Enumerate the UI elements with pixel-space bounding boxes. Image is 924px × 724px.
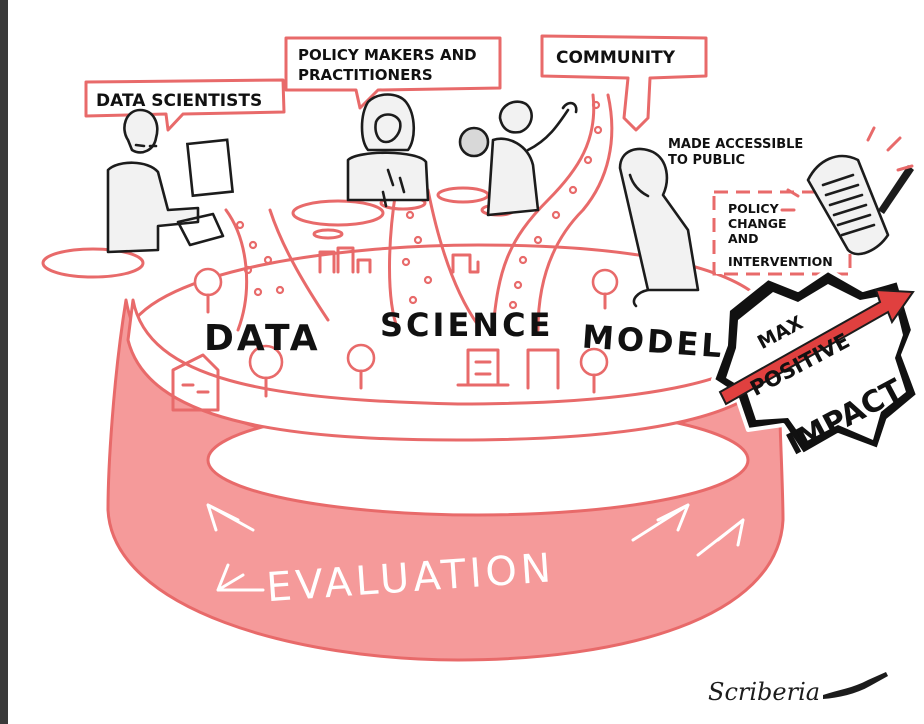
bubble-community: COMMUNITY: [540, 34, 708, 132]
policy-change-box: POLICY CHANGE AND INTERVENTION: [712, 190, 852, 276]
tree-icon: [248, 344, 284, 398]
platform-icons: [171, 246, 619, 412]
policy-change-label-4: INTERVENTION: [728, 254, 833, 269]
evaluation-ring: [106, 243, 785, 662]
policy-change-label-2: CHANGE: [728, 216, 787, 231]
data-label: DATA: [204, 318, 321, 359]
policy-makers-label-2: PRACTITIONERS: [298, 66, 433, 84]
made-accessible-label-1: MADE ACCESSIBLE: [668, 137, 803, 152]
arrow-icon: [696, 518, 745, 557]
arrow-icon: [206, 503, 255, 532]
policy-makers-label-1: POLICY MAKERS AND: [298, 46, 477, 64]
data-scientists-label: DATA SCIENTISTS: [96, 91, 262, 111]
bubble-data-scientists: DATA SCIENTISTS: [84, 78, 286, 132]
data-science-illustration: EVALUATION DATA SCIENTISTS POLICY MAKERS…: [41, 34, 920, 706]
bubble-policy-makers: POLICY MAKERS AND PRACTITIONERS: [284, 36, 502, 110]
policy-maker-figure: [346, 93, 430, 208]
laptop-icon: [176, 138, 235, 247]
building-icon: [318, 246, 372, 274]
evaluation-arrows: [206, 503, 745, 592]
community-label: COMMUNITY: [556, 48, 676, 68]
data-streams: [224, 93, 614, 332]
impact-burst: MAX POSITIVE IMPACT: [711, 268, 920, 463]
building-icon: [171, 353, 220, 412]
public-figure: [618, 147, 700, 308]
building-icon: [451, 253, 480, 274]
tree-icon: [193, 267, 223, 314]
building-icon: [526, 348, 560, 390]
arrow-icon: [631, 503, 690, 542]
building-icon: [456, 348, 510, 387]
scroll-document-icon: [806, 154, 890, 256]
policy-change-label-3: AND: [728, 231, 759, 246]
made-accessible-label-2: TO PUBLIC: [668, 153, 745, 168]
pen-icon: [823, 672, 888, 699]
policy-change-label-1: POLICY: [728, 201, 780, 216]
tree-icon: [591, 268, 619, 310]
pen-icon: [878, 165, 914, 214]
data-scientist-figure: [106, 108, 235, 254]
illustration-frame: EVALUATION DATA SCIENTISTS POLICY MAKERS…: [8, 0, 924, 724]
tree-icon: [579, 347, 609, 394]
arrow-icon: [216, 563, 265, 592]
community-figure: [458, 100, 578, 217]
science-label: SCIENCE: [380, 306, 553, 344]
scriberia-signature: Scriberia: [708, 678, 820, 706]
tree-icon: [346, 343, 376, 390]
